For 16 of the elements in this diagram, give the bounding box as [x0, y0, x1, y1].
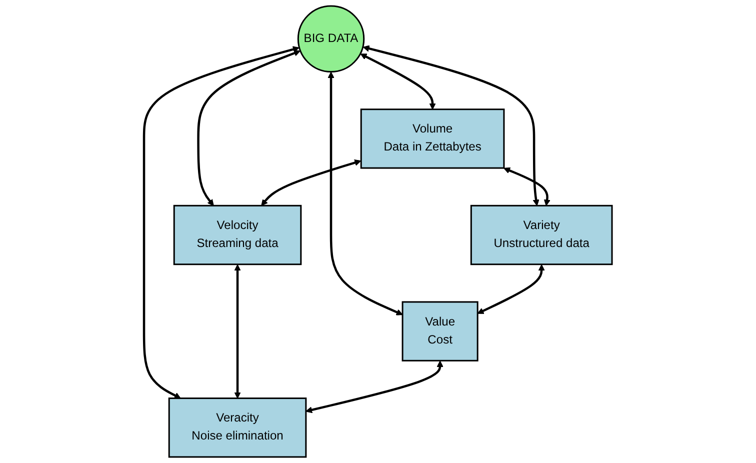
arrow [360, 54, 436, 110]
node-box: Variety Unstructured data [470, 204, 613, 266]
node-box: Value Cost [402, 301, 478, 362]
arrow [362, 45, 540, 206]
arrow [197, 50, 300, 206]
node-circle: BIG DATA [297, 5, 365, 72]
arrow [328, 72, 403, 316]
node-box: Volume Data in Zettabytes [360, 108, 505, 169]
arrow [477, 264, 545, 314]
node-box: Velocity Streaming data [173, 204, 302, 266]
arrow [142, 46, 300, 399]
node-box: Veracity Noise elimination [168, 398, 307, 458]
arrow [234, 264, 241, 399]
arrow [504, 167, 550, 206]
arrow [306, 360, 444, 414]
arrow [261, 159, 362, 206]
